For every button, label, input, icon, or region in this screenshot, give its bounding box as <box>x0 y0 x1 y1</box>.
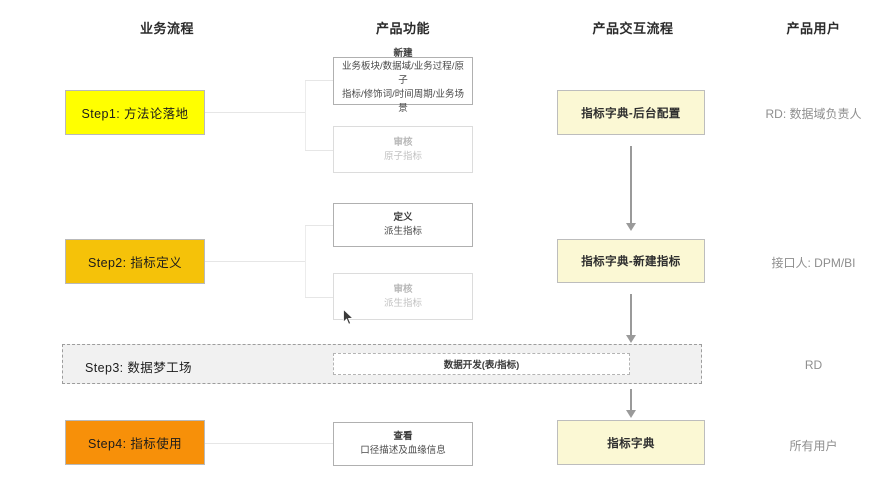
connector-step1-trunk <box>205 112 305 113</box>
function-box-create-subtitle: 业务板块/数据域/业务过程/原子 指标/修饰词/时间周期/业务场景 <box>342 61 464 114</box>
interaction-box-dictionary-create[interactable]: 指标字典-新建指标 <box>557 239 705 283</box>
step3-band-label: Step3: 数据梦工场 <box>85 361 192 375</box>
function-box-audit-atomic-subtitle: 原子指标 <box>383 150 422 162</box>
function-box-audit-derived[interactable]: 审核 派生指标 <box>333 273 473 320</box>
function-box-audit-atomic-title: 审核 <box>393 136 413 148</box>
step-box-step2[interactable]: Step2: 指标定义 <box>65 239 205 284</box>
function-box-audit-derived-subtitle: 派生指标 <box>383 297 422 309</box>
interaction-box-dictionary-create-label: 指标字典-新建指标 <box>581 256 681 268</box>
column-header-product-function: 产品功能 <box>375 21 430 36</box>
arrow-create-to-dev <box>630 294 632 336</box>
user-label-interface-dpm-bi: 接口人: DPM/BI <box>771 256 856 270</box>
function-box-create[interactable]: 新建 业务板块/数据域/业务过程/原子 指标/修饰词/时间周期/业务场景 <box>333 48 473 114</box>
function-box-view-lineage-title: 查看 <box>393 431 413 443</box>
interaction-box-dictionary-config[interactable]: 指标字典-后台配置 <box>557 90 705 135</box>
column-header-product-interaction: 产品交互流程 <box>592 21 674 36</box>
step-box-step4[interactable]: Step4: 指标使用 <box>65 420 205 465</box>
step3-data-development-box[interactable]: 数据开发(表/指标) <box>333 353 630 375</box>
step-box-step1[interactable]: Step1: 方法论落地 <box>65 90 205 135</box>
connector-step2-bracket-vertical <box>305 225 306 297</box>
step-box-step1-label: Step1: 方法论落地 <box>81 107 189 121</box>
user-label-rd-data-domain-owner: RD: 数据域负责人 <box>765 107 862 121</box>
function-box-define-derived[interactable]: 定义 派生指标 <box>333 203 473 247</box>
interaction-box-dictionary-label: 指标字典 <box>607 437 655 450</box>
connector-step1-branch-bottom <box>305 150 333 151</box>
arrow-config-to-create <box>630 146 632 224</box>
user-label-all-users: 所有用户 <box>789 439 838 453</box>
interaction-box-dictionary[interactable]: 指标字典 <box>557 420 705 465</box>
connector-step2-branch-top <box>305 225 333 226</box>
function-box-audit-atomic[interactable]: 审核 原子指标 <box>333 126 473 173</box>
mouse-cursor-icon <box>343 309 354 325</box>
step-box-step2-label: Step2: 指标定义 <box>87 256 182 270</box>
column-header-business-process: 业务流程 <box>139 21 194 36</box>
connector-step4-trunk <box>205 443 333 444</box>
connector-step2-branch-bottom <box>305 297 333 298</box>
interaction-box-dictionary-config-label: 指标字典-后台配置 <box>581 107 681 120</box>
step3-data-development-label: 数据开发(表/指标) <box>443 360 520 371</box>
step-box-step4-label: Step4: 指标使用 <box>87 437 182 451</box>
arrow-dev-to-dictionary <box>630 389 632 411</box>
connector-step1-bracket-vertical <box>305 80 306 150</box>
connector-step2-trunk <box>205 261 305 262</box>
function-box-view-lineage-subtitle: 口径描述及血缘信息 <box>360 445 446 456</box>
column-header-product-user: 产品用户 <box>786 21 841 36</box>
function-box-define-derived-title: 定义 <box>393 212 413 224</box>
connector-step1-branch-top <box>305 80 333 81</box>
function-box-view-lineage[interactable]: 查看 口径描述及血缘信息 <box>333 422 473 466</box>
function-box-create-title: 新建 <box>393 47 413 59</box>
function-box-define-derived-subtitle: 派生指标 <box>383 226 422 237</box>
user-label-rd: RD <box>804 358 823 372</box>
function-box-audit-derived-title: 审核 <box>393 283 413 295</box>
